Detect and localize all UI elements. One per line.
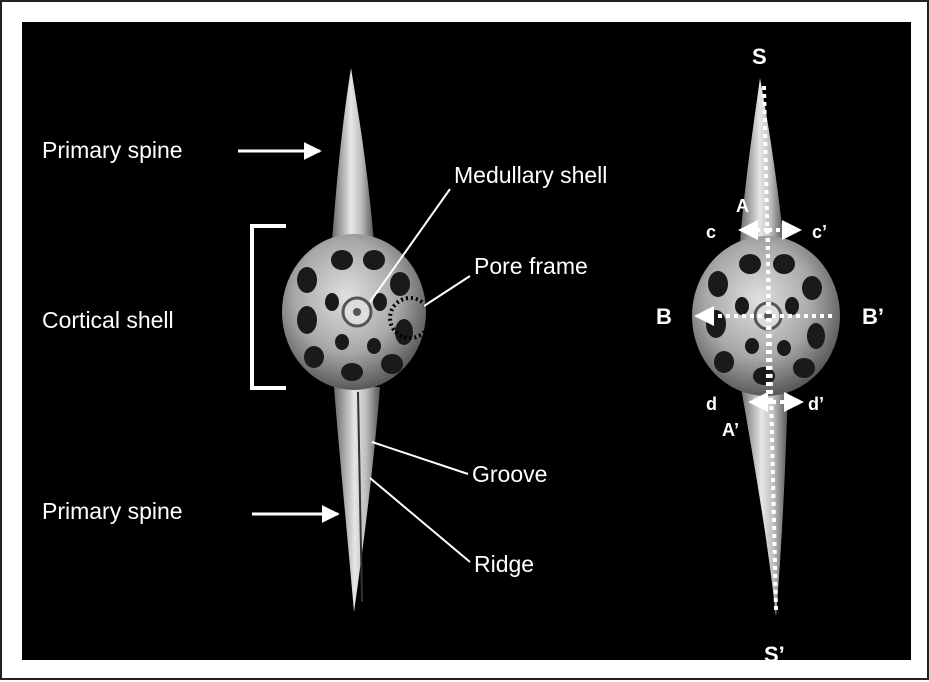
label-primary-spine-bottom: Primary spine — [42, 498, 183, 524]
label-c-prime: c’ — [812, 222, 827, 242]
label-S-prime: S’ — [764, 642, 785, 667]
label-B: B — [656, 304, 672, 329]
label-ridge: Ridge — [474, 551, 534, 577]
label-A: A — [736, 196, 749, 216]
label-A-prime: A’ — [722, 420, 739, 440]
label-groove: Groove — [472, 461, 547, 487]
label-S: S — [752, 44, 767, 69]
label-d: d — [706, 394, 717, 414]
label-pore-frame: Pore frame — [474, 253, 588, 279]
label-medullary-shell: Medullary shell — [454, 162, 607, 188]
label-B-prime: B’ — [862, 304, 884, 329]
label-d-prime: d’ — [808, 394, 824, 414]
label-c: c — [706, 222, 716, 242]
label-primary-spine-top: Primary spine — [42, 137, 183, 163]
label-cortical-shell: Cortical shell — [42, 307, 174, 333]
